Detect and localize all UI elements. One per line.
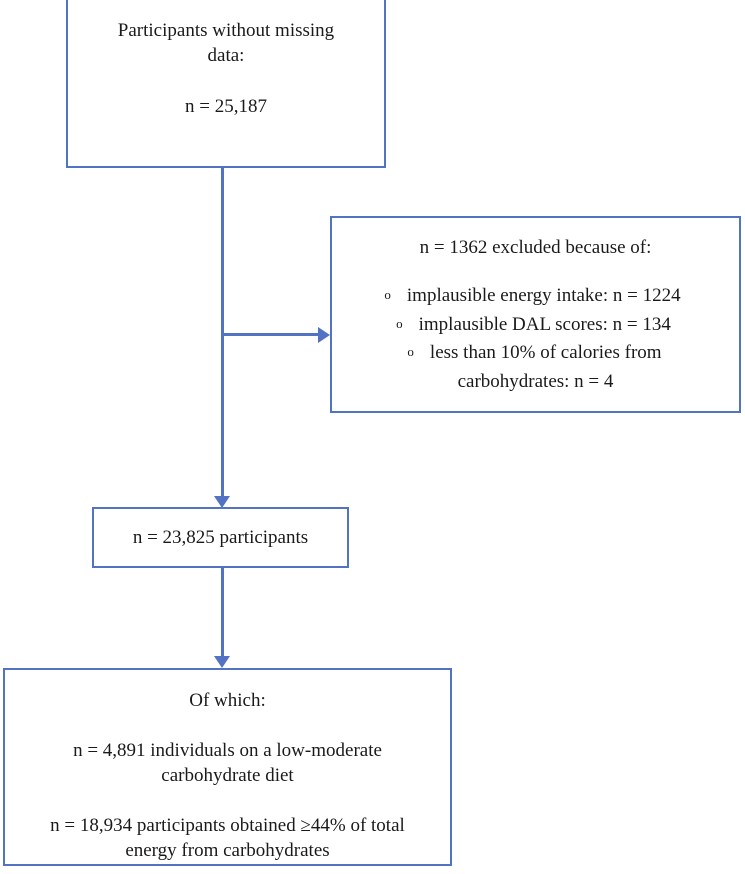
list-item: o implausible energy intake: n = 1224 [332, 282, 739, 311]
list-item-continuation: carbohydrates: n = 4 [332, 368, 739, 397]
subgroups-heading: Of which: [189, 690, 266, 711]
arrowhead-down-analytic-icon [214, 496, 230, 508]
subgroup-two-line2: energy from carbohydrates [125, 840, 330, 862]
bullet-circle-icon: o [396, 315, 403, 331]
arrowhead-right-icon [318, 327, 330, 343]
subgroup-two-line1: n = 18,934 participants obtained ≥44% of… [50, 815, 405, 837]
node-participants-without-missing-data: Participants without missing data: n = 2… [66, 0, 386, 168]
enrolled-count: n = 25,187 [185, 96, 267, 118]
node-subgroups: Of which: n = 4,891 individuals on a low… [3, 668, 452, 866]
exclusion-reason-text: less than 10% of calories from [429, 342, 662, 364]
enrolled-title-line2: data: [207, 45, 245, 67]
analytic-count: n = 23,825 participants [132, 526, 309, 548]
exclusion-reason-text: implausible DAL scores: n = 134 [418, 313, 671, 335]
list-item: o less than 10% of calories from [332, 339, 739, 368]
excluded-heading: n = 1362 excluded because of: [419, 237, 652, 258]
subgroup-high-carb: n = 18,934 participants obtained ≥44% of… [50, 813, 405, 863]
exclusion-reason-text-continued: carbohydrates: n = 4 [457, 370, 614, 392]
node-analytic-sample: n = 23,825 participants [92, 507, 349, 568]
connector-analytic-to-subgroups [221, 568, 224, 659]
connector-branch-to-excluded [221, 333, 322, 336]
arrowhead-down-subgroups-icon [214, 656, 230, 668]
subgroup-low-moderate-carb: n = 4,891 individuals on a low-moderate … [73, 738, 382, 788]
enrolled-title-line1: Participants without missing [117, 20, 335, 41]
list-item: o implausible DAL scores: n = 134 [332, 311, 739, 340]
subgroup-one-line2: carbohydrate diet [161, 765, 294, 787]
bullet-circle-icon: o [384, 287, 391, 303]
exclusion-reason-text: implausible energy intake: n = 1224 [406, 285, 681, 307]
subgroup-one-line1: n = 4,891 individuals on a low-moderate [73, 740, 382, 762]
bullet-circle-icon: o [407, 344, 414, 360]
